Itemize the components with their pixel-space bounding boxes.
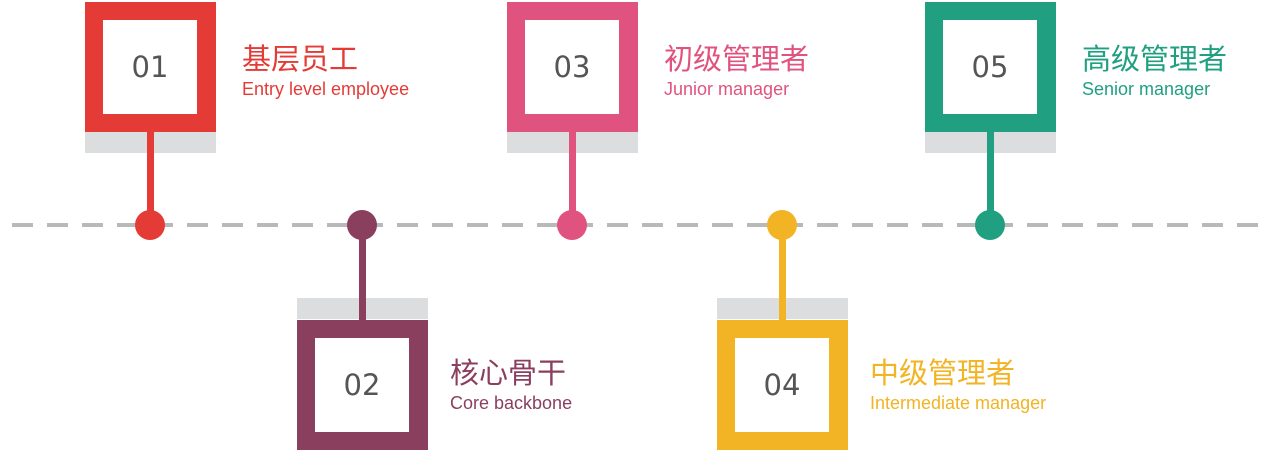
stage-label: 中级管理者 Intermediate manager (870, 356, 1046, 414)
stage-title-en: Intermediate manager (870, 393, 1047, 413)
stage-title-cn: 高级管理者 (1082, 42, 1228, 76)
timeline-dot (135, 210, 165, 240)
stage-number: 03 (525, 20, 619, 114)
stage-title-en: Core backbone (450, 393, 573, 413)
connector-stem (779, 225, 786, 322)
stage-title-en: Senior manager (1082, 79, 1211, 99)
stage-number: 05 (943, 20, 1037, 114)
stage-title-cn: 初级管理者 (664, 42, 810, 76)
stage-label: 高级管理者 Senior manager (1082, 42, 1227, 100)
timeline-dot (975, 210, 1005, 240)
stage-number-box: 01 (85, 2, 216, 132)
stage-number-box: 02 (297, 320, 428, 450)
stage-title-cn: 基层员工 (242, 42, 359, 76)
stage-title-cn: 中级管理者 (870, 356, 1016, 390)
stage-label: 基层员工 Entry level employee (242, 42, 409, 100)
timeline-dot (557, 210, 587, 240)
stage-title-en: Junior manager (664, 79, 790, 99)
connector-stem (569, 130, 576, 225)
stage-number-box: 05 (925, 2, 1056, 132)
stage-title-en: Entry level employee (242, 79, 410, 99)
stage-number: 04 (735, 338, 829, 432)
connector-stem (987, 130, 994, 225)
stage-number: 01 (103, 20, 197, 114)
stage-title-cn: 核心骨干 (450, 356, 567, 390)
timeline-dashed-line (12, 223, 1262, 227)
stage-label: 核心骨干 Core backbone (450, 356, 572, 414)
stage-number-box: 03 (507, 2, 638, 132)
timeline-dot (347, 210, 377, 240)
connector-stem (147, 130, 154, 225)
timeline-dot (767, 210, 797, 240)
connector-stem (359, 225, 366, 322)
stage-number-box: 04 (717, 320, 848, 450)
stage-number: 02 (315, 338, 409, 432)
stage-label: 初级管理者 Junior manager (664, 42, 809, 100)
